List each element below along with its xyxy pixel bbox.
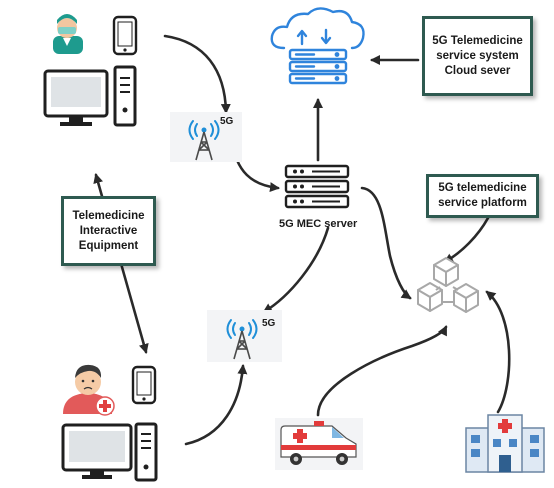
- equipment-box-line-3: Equipment: [78, 239, 139, 252]
- connectors: [93, 34, 511, 446]
- arrow-mec-to-tower: [262, 226, 330, 314]
- cloud-box-line-1: 5G Telemedicine: [432, 34, 523, 47]
- server-rack-icon: [284, 164, 350, 209]
- arrow-mec-to-cubes: [360, 186, 412, 300]
- cell-tower-icon: [207, 310, 282, 362]
- smartphone-icon: [112, 15, 138, 56]
- platform-box-line-2: service platform: [438, 197, 527, 209]
- tower-bottom-label: 5G: [262, 318, 276, 329]
- hospital-icon: [465, 414, 545, 473]
- equipment-box: Telemedicine Interactive Equipment: [61, 196, 156, 266]
- equipment-box-line-2: Interactive: [79, 224, 138, 237]
- platform-box-line-1: 5G telemedicine: [438, 182, 527, 194]
- desktop-computer-icon: [43, 65, 137, 127]
- desktop-computer-icon: [61, 422, 158, 482]
- arrow-patient-to-tower: [184, 364, 248, 446]
- doctor-icon: [53, 14, 83, 54]
- cell-tower-icon: [170, 112, 242, 162]
- arrow-platform-to-cubes: [443, 216, 490, 264]
- blockchain-cubes-icon: [417, 257, 479, 313]
- platform-box: 5G telemedicine service platform: [426, 174, 539, 218]
- equipment-box-line-1: Telemedicine: [72, 209, 145, 222]
- cloud-service-box: 5G Telemedicine service system Cloud sev…: [422, 16, 533, 96]
- ambulance-icon: [275, 418, 363, 470]
- patient-icon: [63, 364, 115, 416]
- cloud-box-line-3: Cloud sever: [444, 64, 511, 77]
- cloud-server-icon: [270, 7, 365, 85]
- arrow-doctor-to-tower: [163, 34, 231, 114]
- smartphone-icon: [131, 365, 157, 405]
- mec-server-label: 5G MEC server: [279, 218, 358, 230]
- arrow-hospital-to-cubes: [485, 290, 511, 414]
- arrow-ambulance-to-cubes: [316, 325, 448, 417]
- cloud-box-line-2: service system: [436, 49, 519, 62]
- tower-top-label: 5G: [220, 116, 234, 127]
